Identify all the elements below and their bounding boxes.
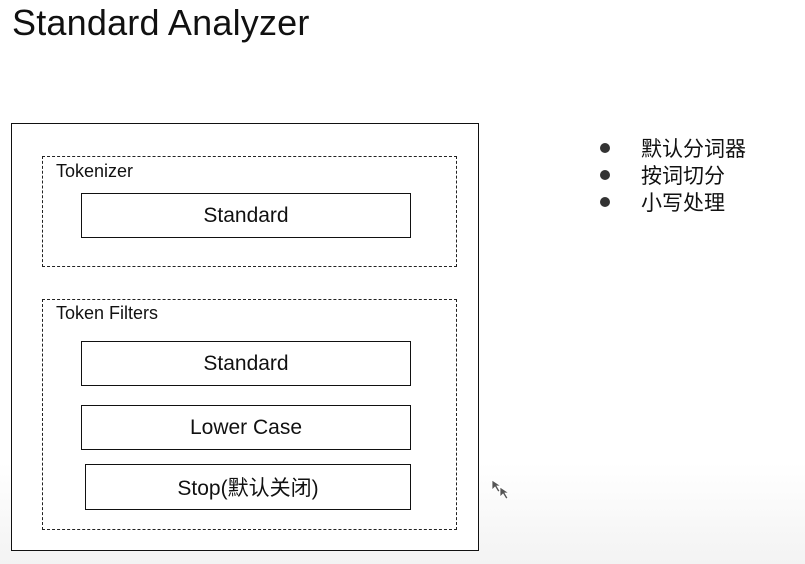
filter-lower-case-box: Lower Case: [81, 405, 411, 450]
resize-cursor-icon: [491, 479, 511, 500]
feature-text: 默认分词器: [641, 137, 746, 161]
token-filters-group: Token Filters Standard Lower Case Stop(默…: [42, 299, 457, 530]
page-title: Standard Analyzer: [12, 2, 310, 43]
analyzer-box: Tokenizer Standard Token Filters Standar…: [11, 123, 479, 551]
filter-standard-box: Standard: [81, 341, 411, 386]
token-filters-label: Token Filters: [56, 303, 159, 323]
tokenizer-group: Tokenizer Standard: [42, 156, 457, 267]
feature-text: 小写处理: [641, 191, 725, 215]
feature-list: 默认分词器 按词切分 小写处理: [600, 134, 746, 215]
feature-list-item: 默认分词器: [600, 134, 746, 161]
bullet-dot-icon: [600, 169, 610, 180]
filter-stop-box: Stop(默认关闭): [85, 464, 411, 510]
tokenizer-standard-box: Standard: [81, 193, 411, 238]
bullet-dot-icon: [600, 142, 610, 153]
feature-text: 按词切分: [641, 164, 725, 188]
tokenizer-label: Tokenizer: [56, 161, 134, 181]
feature-list-item: 按词切分: [600, 161, 746, 188]
bullet-dot-icon: [600, 196, 610, 207]
feature-list-item: 小写处理: [600, 188, 746, 215]
